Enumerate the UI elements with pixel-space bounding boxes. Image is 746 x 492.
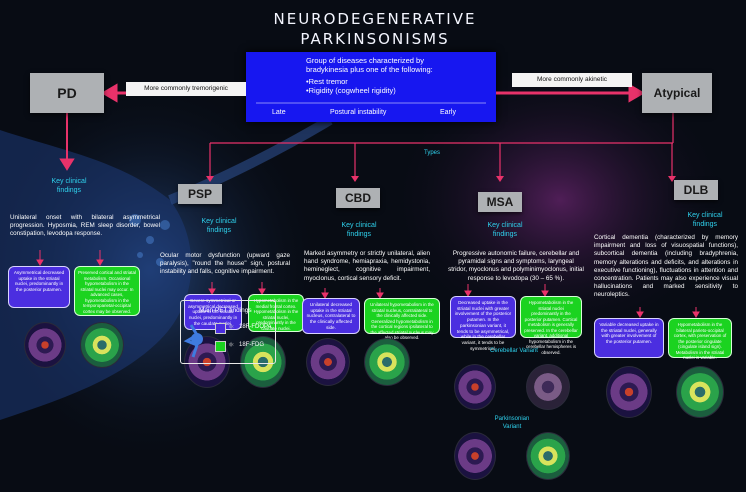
pd-label: PD [57,85,77,101]
pd-clinical-text: Unilateral onset with bilateral asymmetr… [10,214,160,238]
msa-cerebellar-fdopa-scan [454,364,496,410]
msa-fdopa-box: Decreased uptake in the striatal nuclei … [450,296,516,351]
cbd-fdopa-box: Unilateral decreased uptake in the stria… [302,298,360,334]
legend-title: Main PET findings [199,307,252,314]
msa-fdg-box: Hypometabolism in the striatal nuclei pr… [520,296,582,355]
arrow-pd-down-head [59,158,75,171]
atypical-label: Atypical [653,86,701,100]
dlb-label: DLB [683,183,709,197]
legend-fdopa-swatch [215,323,226,334]
pd-fdopa-box: Asymmetrical decreased uptake in the str… [8,266,70,308]
dlb-fdg-box: Hypometabolism in the bilateral parieto-… [668,318,732,360]
msa-parkinsonian-fdg-scan [526,432,570,480]
msa-label: MSA [486,195,514,209]
cbd-clinical-text: Marked asymmetry or strictly unilateral,… [304,250,430,282]
pd-box: PD [30,73,104,113]
arrow-to-atypical-head [628,83,645,103]
pd-fdg-box: Preserved cortical and striatal metaboli… [74,266,140,316]
legend-fdg-label: 18F-FDG [239,342,265,348]
instability-early: Early [440,109,456,116]
cbd-box: CBD [336,188,380,208]
definition-item-tremor: •Rest tremor [306,77,348,86]
definition-lead: Group of diseases characterized by brady… [306,56,433,74]
right-arrow-label: More commonly akinetic [512,73,632,87]
title-line-1: NEURODEGENERATIVE [273,10,477,28]
brain-glow [390,60,730,340]
msa-cerebellar-fdg-scan [526,364,570,410]
pd-key-findings: Key clinical findings [51,178,87,194]
cbd-fdopa-scan [306,338,350,386]
molecule-icon: ⚛ [228,324,235,331]
psp-box: PSP [178,184,222,204]
legend-fdg-swatch [215,341,226,352]
cbd-fdg-box: Unilateral hypometabolism in the striata… [364,298,440,340]
neuron-icon [183,324,203,358]
msa-clinical-text: Progressive autonomic failure, cerebella… [448,250,584,282]
pd-fdg-scan [80,322,124,368]
molecule-icon: ⚛ [228,342,235,349]
dlb-fdopa-box: Variable decreased uptake in the striata… [594,318,664,358]
vesicles [129,214,170,266]
cbd-label: CBD [345,191,371,205]
cbd-fdg-scan [364,338,410,386]
definition-item-rigidity: •Rigidity (cogwheel rigidity) [306,86,396,95]
definition-box: Group of diseases characterized by brady… [246,52,496,122]
msa-box: MSA [478,192,522,212]
atypical-box: Atypical [642,73,712,113]
msa-parkinsonian-fdopa-scan [454,432,496,480]
types-label: Types [424,150,441,156]
legend: Main PET findings ⚛ 18F-FDOPA ⚛ 18F-FDG [180,300,276,364]
psp-fdg-scan [240,336,286,388]
cbd-key-findings: Key clinical findings [341,222,377,238]
psp-clinical-text: Ocular motor dysfunction (upward gaze pa… [160,252,290,276]
title-line-2: PARKINSONISMS [300,30,450,48]
arrow-to-pd-head [101,83,118,103]
left-arrow-label: More commonly tremorigenic [126,82,246,96]
dlb-fdopa-scan [606,366,652,418]
psp-key-findings: Key clinical findings [201,218,237,234]
dlb-clinical-text: Cortical dementia (characterized by memo… [594,234,738,299]
cerebellar-variant-label: Cerebellar Variant [490,348,538,354]
instability-arrow [256,102,486,104]
legend-fdopa-label: 18F-FDOPA [239,324,272,330]
pd-fdopa-scan [24,322,66,368]
msa-key-findings: Key clinical findings [487,222,523,238]
dlb-fdg-scan [676,366,724,418]
instability-label: Postural instability [330,109,387,116]
dlb-key-findings: Key clinical findings [687,212,723,228]
psp-label: PSP [187,187,212,201]
instability-late: Late [272,109,286,116]
parkinsonian-variant-label: Parkinsonian Variant [494,416,530,430]
dlb-box: DLB [674,180,718,200]
